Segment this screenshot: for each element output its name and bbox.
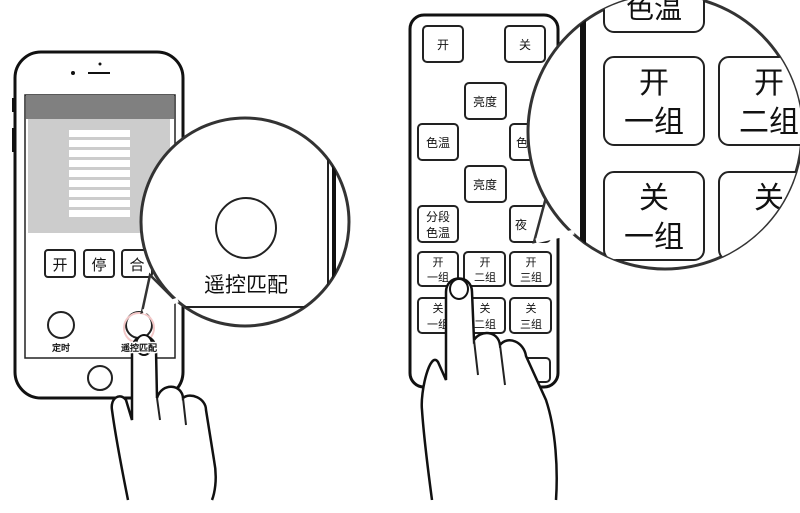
group-on-1-button[interactable]: 开 一组 xyxy=(417,251,459,287)
svg-text:一组: 一组 xyxy=(624,105,684,140)
svg-text:关: 关 xyxy=(754,181,784,216)
svg-text:一组: 一组 xyxy=(427,317,449,331)
remote-off-button[interactable]: 关 xyxy=(504,25,546,63)
svg-text:定时: 定时 xyxy=(51,342,70,354)
group-off-3-button[interactable]: 关 三组 xyxy=(509,297,552,334)
group-off-2-button-magnified: 关 xyxy=(718,171,800,261)
svg-text:三组: 三组 xyxy=(520,317,542,331)
svg-text:关: 关 xyxy=(526,301,537,315)
remote-control: 开 关 亮度 色温 色 亮度 分段 色温 夜 xyxy=(408,13,560,389)
remote-on-button[interactable]: 开 xyxy=(422,25,464,63)
svg-text:一组: 一组 xyxy=(624,220,684,255)
svg-text:开: 开 xyxy=(52,256,67,274)
group-on-2-button[interactable]: 开 二组 xyxy=(463,251,506,287)
svg-text:开: 开 xyxy=(639,66,669,101)
svg-text:分段: 分段 xyxy=(426,209,450,224)
svg-text:一组: 一组 xyxy=(427,270,449,284)
svg-text:二组: 二组 xyxy=(739,105,799,140)
svg-text:三组: 三组 xyxy=(520,270,542,284)
open-button[interactable]: 开 xyxy=(44,249,76,278)
hand-icon xyxy=(420,277,558,501)
svg-text:开: 开 xyxy=(433,256,444,269)
svg-text:遥控匹配: 遥控匹配 xyxy=(204,273,288,297)
hand-icon xyxy=(110,334,217,501)
group-on-3-button[interactable]: 开 三组 xyxy=(509,251,552,287)
group-off-1-button-magnified: 关 一组 xyxy=(603,171,705,261)
stop-button[interactable]: 停 xyxy=(83,249,115,278)
svg-text:色温: 色温 xyxy=(626,0,682,25)
svg-text:关: 关 xyxy=(519,38,531,52)
svg-text:关: 关 xyxy=(433,301,444,315)
camera-icon xyxy=(71,71,75,75)
app-title-bar xyxy=(26,95,174,119)
home-button[interactable] xyxy=(87,365,113,391)
magnifier-remote: 色温 开 一组 开 二组 关 一组 关 xyxy=(526,0,800,271)
svg-text:开: 开 xyxy=(437,38,449,52)
curtain-icon xyxy=(69,130,130,217)
svg-text:开: 开 xyxy=(754,66,784,101)
group-on-1-button-magnified: 开 一组 xyxy=(603,56,705,146)
svg-text:色温: 色温 xyxy=(426,226,450,240)
svg-text:关: 关 xyxy=(480,301,491,315)
svg-text:夜: 夜 xyxy=(515,217,527,232)
close-button[interactable]: 合 xyxy=(121,249,153,278)
brightness-down-button[interactable]: 亮度 xyxy=(464,165,507,203)
svg-text:二组: 二组 xyxy=(474,270,496,284)
svg-text:色温: 色温 xyxy=(426,136,450,150)
remote-match-button-magnified xyxy=(215,197,277,259)
svg-text:开: 开 xyxy=(526,256,537,269)
color-temp-button[interactable]: 色温 xyxy=(417,123,459,161)
svg-text:二组: 二组 xyxy=(474,317,496,331)
svg-text:亮度: 亮度 xyxy=(473,177,497,192)
svg-text:关: 关 xyxy=(639,181,669,216)
svg-text:停: 停 xyxy=(91,256,106,274)
svg-text:亮度: 亮度 xyxy=(473,94,497,109)
svg-text:合: 合 xyxy=(129,256,144,274)
svg-text:色: 色 xyxy=(516,136,528,150)
timer-button[interactable]: 定时 xyxy=(47,311,75,354)
segment-color-temp-button[interactable]: 分段 色温 xyxy=(417,205,459,243)
svg-text:开: 开 xyxy=(480,256,491,269)
brightness-up-button[interactable]: 亮度 xyxy=(464,82,507,120)
remote-match-label: 遥控匹配 xyxy=(121,342,157,354)
